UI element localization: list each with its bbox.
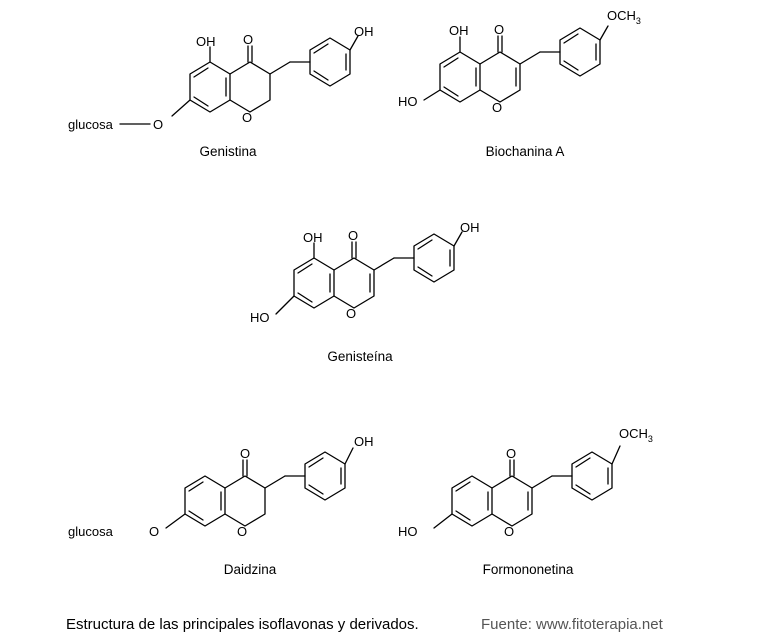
ring-o-label: O (242, 110, 252, 125)
oh-label: OH (449, 23, 469, 38)
carbonyl-o-label: O (494, 22, 504, 37)
ho-label: HO (398, 524, 418, 539)
ring-o-label: O (237, 524, 247, 539)
oh-label: OH (196, 34, 216, 49)
ether-o-label: O (153, 117, 163, 132)
och3-label: OCH3 (619, 426, 653, 444)
structure-daidzina: O O O glucosa OH Daidzina (68, 434, 374, 577)
structure-genisteina: OH O O HO OH Genisteína (250, 220, 480, 364)
ho-label: HO (250, 310, 270, 325)
ring-o-label: O (492, 100, 502, 115)
oh-label: OH (354, 434, 374, 449)
och3-label: OCH3 (607, 8, 641, 26)
figure-caption: Estructura de las principales isoflavona… (66, 616, 419, 633)
compound-name: Daidzina (224, 562, 277, 577)
structure-genistina: OH O O OH O glucosa Genistina (68, 24, 374, 159)
oh-label: OH (354, 24, 374, 39)
compound-name: Genisteína (327, 349, 393, 364)
carbonyl-o-label: O (243, 32, 253, 47)
compound-name: Biochanina A (486, 144, 565, 159)
carbonyl-o-label: O (506, 446, 516, 461)
carbonyl-o-label: O (240, 446, 250, 461)
glucosa-label: glucosa (68, 524, 114, 539)
oh-label: OH (460, 220, 480, 235)
carbonyl-o-label: O (348, 228, 358, 243)
ho-label: HO (398, 94, 418, 109)
ether-o-label: O (149, 524, 159, 539)
compound-name: Formononetina (483, 562, 574, 577)
structure-formononetina: O O HO OCH3 Formononetina (398, 426, 653, 577)
glucosa-label: glucosa (68, 117, 114, 132)
structure-biochanina-a: OH O O HO OCH3 Biochanina A (398, 8, 641, 159)
ring-o-label: O (346, 306, 356, 321)
figure-source: Fuente: www.fitoterapia.net (481, 616, 663, 633)
ring-o-label: O (504, 524, 514, 539)
compound-name: Genistina (199, 144, 257, 159)
oh-label: OH (303, 230, 323, 245)
